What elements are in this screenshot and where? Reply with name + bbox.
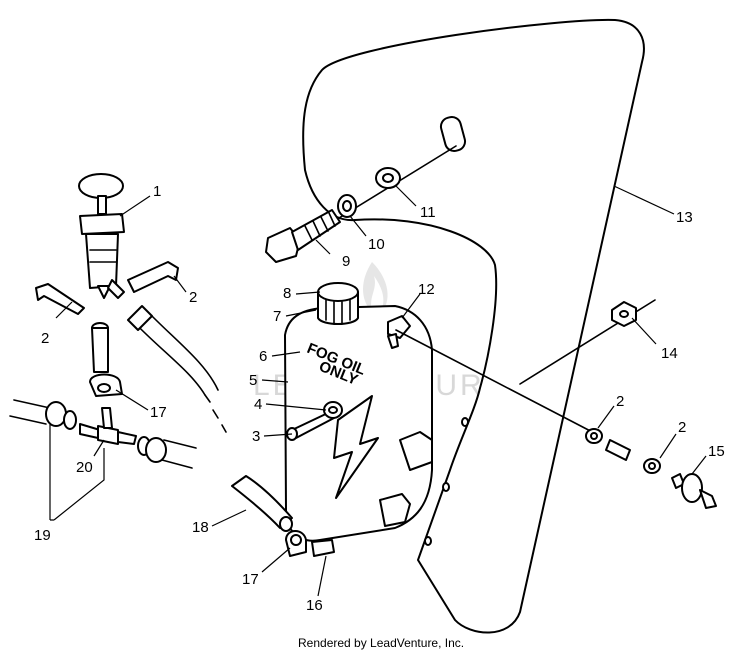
panel-hole <box>461 417 469 427</box>
tee-fitting <box>79 407 137 445</box>
watermark-flame-icon <box>363 262 388 314</box>
callout-2: 2 <box>189 289 197 306</box>
hose-clamp-17-lower <box>285 530 307 557</box>
fuel-line-2b <box>35 283 85 315</box>
callout-labels: 1 2 2 2 2 3 4 5 6 7 8 9 10 11 12 13 14 1… <box>34 183 725 614</box>
panel-hole <box>442 482 450 492</box>
primer-pump <box>78 173 125 299</box>
fuel-hose-left <box>9 399 77 430</box>
callout-12: 12 <box>418 281 435 298</box>
hose-clamp-17-upper <box>89 373 123 397</box>
fuel-hose-right <box>137 436 197 469</box>
callout-2: 2 <box>616 393 624 410</box>
callout-19: 19 <box>34 527 51 544</box>
fuel-line-2a <box>127 261 179 293</box>
callout-17: 17 <box>150 404 167 421</box>
tank-bracket <box>379 493 411 527</box>
leader-lines <box>49 185 707 597</box>
panel-hole <box>424 536 432 546</box>
callout-2: 2 <box>678 419 686 436</box>
callout-10: 10 <box>368 236 385 253</box>
callout-6: 6 <box>259 348 267 365</box>
callout-11: 11 <box>420 204 436 221</box>
callout-4: 4 <box>254 396 262 413</box>
filler-cap <box>317 282 359 325</box>
washer-11 <box>375 167 401 189</box>
vent-line-axis <box>395 329 601 437</box>
panel-slot <box>439 116 467 152</box>
bushing-2c <box>585 428 603 444</box>
elbow-fitting <box>387 315 411 349</box>
tank-hazard-bolt <box>333 395 379 499</box>
bushing-2d <box>643 458 661 474</box>
hex-bolt <box>265 209 341 263</box>
washer-4 <box>323 401 343 419</box>
callout-9: 9 <box>342 253 350 270</box>
pump-fitting <box>91 322 109 373</box>
tank-outlet-fitting <box>311 539 335 557</box>
callout-5: 5 <box>249 372 257 389</box>
callout-14: 14 <box>661 345 678 362</box>
tank-bracket <box>399 431 433 471</box>
callout-1: 1 <box>153 183 161 200</box>
callout-13: 13 <box>676 209 693 226</box>
hex-nut <box>611 301 637 327</box>
oil-hose <box>127 305 293 532</box>
callout-16: 16 <box>306 597 323 614</box>
callout-17: 17 <box>242 571 259 588</box>
callout-2: 2 <box>41 330 49 347</box>
callout-15: 15 <box>708 443 725 460</box>
connector-tube <box>605 439 631 461</box>
callout-18: 18 <box>192 519 209 536</box>
callout-3: 3 <box>252 428 260 445</box>
callout-8: 8 <box>283 285 291 302</box>
callout-7: 7 <box>273 308 281 325</box>
washer-10 <box>337 194 357 218</box>
footer-credit: Rendered by LeadVenture, Inc. <box>298 636 464 650</box>
fuel-filter <box>671 473 717 509</box>
callout-20: 20 <box>76 459 93 476</box>
